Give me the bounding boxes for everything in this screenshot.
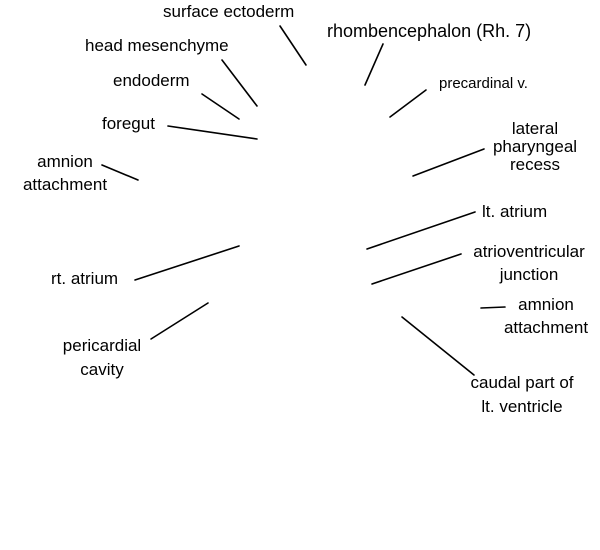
leader-line-endoderm <box>201 93 240 120</box>
leader-line-pericardial-cavity <box>150 302 209 340</box>
label-line: caudal part of <box>470 373 574 392</box>
leader-line-rhombencephalon <box>364 43 384 86</box>
leader-line-rt-atrium <box>134 245 240 281</box>
label-atrioventricular-junction: atrioventricular junction <box>458 240 600 286</box>
label-rt-atrium: rt. atrium <box>51 269 119 288</box>
label-pericardial-cavity: pericardial cavity <box>50 334 154 382</box>
label-line: attachment <box>503 318 589 337</box>
leader-line-atrioventricular-junction <box>371 253 462 285</box>
label-line: pericardial <box>62 336 142 355</box>
leader-line-caudal-part-lt-ventricle <box>401 316 475 376</box>
label-line: lateral <box>511 119 559 138</box>
leader-line-lateral-pharyngeal-recess <box>412 148 485 177</box>
label-amnion-attachment-left: amnion attachment <box>15 150 115 196</box>
label-line: recess <box>509 155 561 174</box>
label-line: amnion <box>518 295 574 314</box>
label-caudal-part-lt-ventricle: caudal part of lt. ventricle <box>456 371 588 419</box>
leader-line-precardinal-v <box>389 89 427 118</box>
label-head-mesenchyme: head mesenchyme <box>85 36 229 55</box>
leader-line-lt-atrium <box>366 211 476 250</box>
label-line: pharyngeal <box>492 137 578 156</box>
leader-line-amnion-attachment-right <box>480 306 506 309</box>
label-endoderm: endoderm <box>113 71 190 90</box>
label-line: lt. ventricle <box>481 397 563 416</box>
label-foregut: foregut <box>102 114 155 133</box>
label-amnion-attachment-right: amnion attachment <box>494 293 598 339</box>
label-line: amnion <box>37 152 93 171</box>
leader-line-foregut <box>167 125 258 140</box>
leader-line-surface-ectoderm <box>279 25 307 66</box>
label-line: cavity <box>80 360 124 379</box>
label-surface-ectoderm: surface ectoderm <box>163 2 295 21</box>
label-line: atrioventricular <box>473 242 585 261</box>
label-line: junction <box>499 265 559 284</box>
label-line: attachment <box>22 175 108 194</box>
label-lt-atrium: lt. atrium <box>482 202 548 221</box>
leader-line-head-mesenchyme <box>221 59 258 107</box>
label-precardinal-v: precardinal v. <box>439 75 528 92</box>
label-rhombencephalon: rhombencephalon (Rh. 7) <box>327 21 532 41</box>
label-lateral-pharyngeal-recess: lateral pharyngeal recess <box>480 120 590 174</box>
leader-line-amnion-attachment-left <box>101 164 139 181</box>
